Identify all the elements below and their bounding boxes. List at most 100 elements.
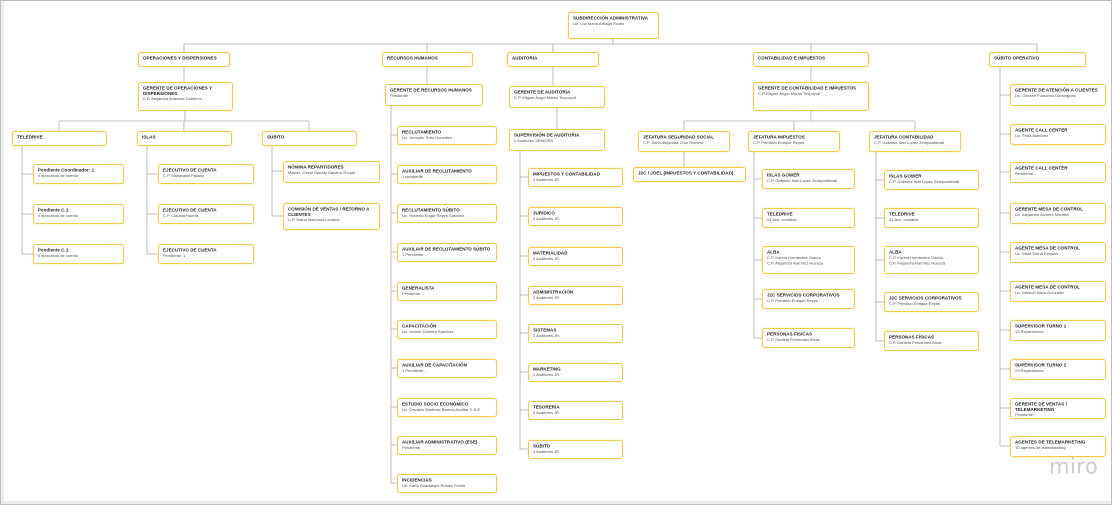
org-node-subtitle: 5 ejecutivos de cuenta (38, 253, 78, 258)
org-node-title: PERSONAS FÍSICAS (889, 334, 935, 340)
org-node-title: GERENTE DE ATENCIÓN A CLIENTES (1015, 87, 1098, 93)
org-node-subtitle: C.P. Karina Hernández García (889, 255, 943, 260)
org-node-branches-0[interactable]: OPERACIONES Y DISPERSIONES (138, 52, 230, 67)
org-node-subtitle: 23 Repartidores (1015, 368, 1044, 373)
org-node-branches-0-groups-1[interactable]: ISLAS (137, 131, 232, 146)
org-node-subtitle: 4 ejecutivos de cuenta (38, 173, 78, 178)
org-node-branches-2[interactable]: AUDITORÍA (507, 52, 599, 67)
org-node-title: JURÍDICO (533, 210, 555, 216)
org-node-subtitle: C.P. Karina Hernández García (767, 255, 821, 260)
org-node-subtitle: 1 pendiente (402, 174, 423, 179)
org-node-title: MARKETING (533, 366, 561, 372)
org-node-title: SUPERVISOR TURNO 1 (1015, 323, 1067, 329)
org-node-title: SÚBITO (533, 443, 551, 449)
org-node-branches-1[interactable]: RECURSOS HUMANOS (382, 52, 473, 67)
org-node-title: J2C SERVICIOS CORPORATIVOS (767, 292, 840, 298)
org-node-subtitle: Pendiente: 1 (163, 253, 186, 258)
org-node-subtitle: 2 Auditores JR. (533, 295, 561, 300)
org-node-branches-3[interactable]: CONTABILIDAD E IMPUESTOS (753, 52, 869, 67)
org-node-title: INCIDENCIAS (402, 477, 432, 483)
org-node-subtitle: 4 ejecutivos de cuenta (38, 213, 78, 218)
org-node-subtitle: 2 Auditores SENIORS (514, 138, 554, 143)
org-node-title: ISLAS (142, 134, 156, 140)
org-node-title: SÚBITO (267, 134, 285, 140)
org-node-subtitle: C.P. Primitivo Enrique Reyes (753, 140, 805, 145)
org-node-title: GERENTE DE AUDITORÍA (514, 89, 571, 95)
org-node-subtitle: Pendiente... (1015, 412, 1037, 418)
org-node-subtitle: C.P. Alejandra Ramírez Huesca (767, 260, 823, 266)
org-node-branches-4[interactable]: SÚBITO OPERATIVO (989, 52, 1086, 67)
org-node-subtitle: C.P. Gabriela Itzel Lopez Zempoaltecatl (767, 178, 838, 183)
org-node-subtitle: Lic. Ivonne Cabrera Sanchez (402, 329, 454, 334)
org-node-subtitle: Lic. Frida Martínez (1015, 133, 1049, 138)
org-node-subtitle: 2 Auditores JR. (533, 216, 561, 221)
org-node-subtitle: C.P. Claudia Huerta (163, 213, 199, 218)
org-node-branches-3-jefaturas-0-children-0[interactable]: J2C / JOEL (IMPUESTOS Y CONTABILIDAD) (633, 167, 746, 182)
org-node-subtitle: C.P. Gabriela Itzel Lopez Zempoaltecatl (889, 179, 960, 184)
org-node-title: AUXILIAR DE RECLUTAMIENTO (402, 168, 472, 174)
org-node-subtitle: C.P. Primitivo Enrique Reyes (767, 298, 819, 303)
org-node-subtitle: Pendiente... (1015, 171, 1037, 176)
org-node-title: GERENTE MESA DE CONTROL (1015, 206, 1083, 212)
org-node-branches-1-children-8[interactable]: AUXILIAR ADMINISTRATIVO (ESE)Pendiente (397, 436, 497, 455)
org-node-branches-0-groups-0[interactable]: TELEDRIVE (12, 131, 107, 146)
org-node-branches-0-groups-2[interactable]: SÚBITO (262, 131, 357, 146)
org-node-subtitle: Pendiente... (402, 291, 424, 296)
